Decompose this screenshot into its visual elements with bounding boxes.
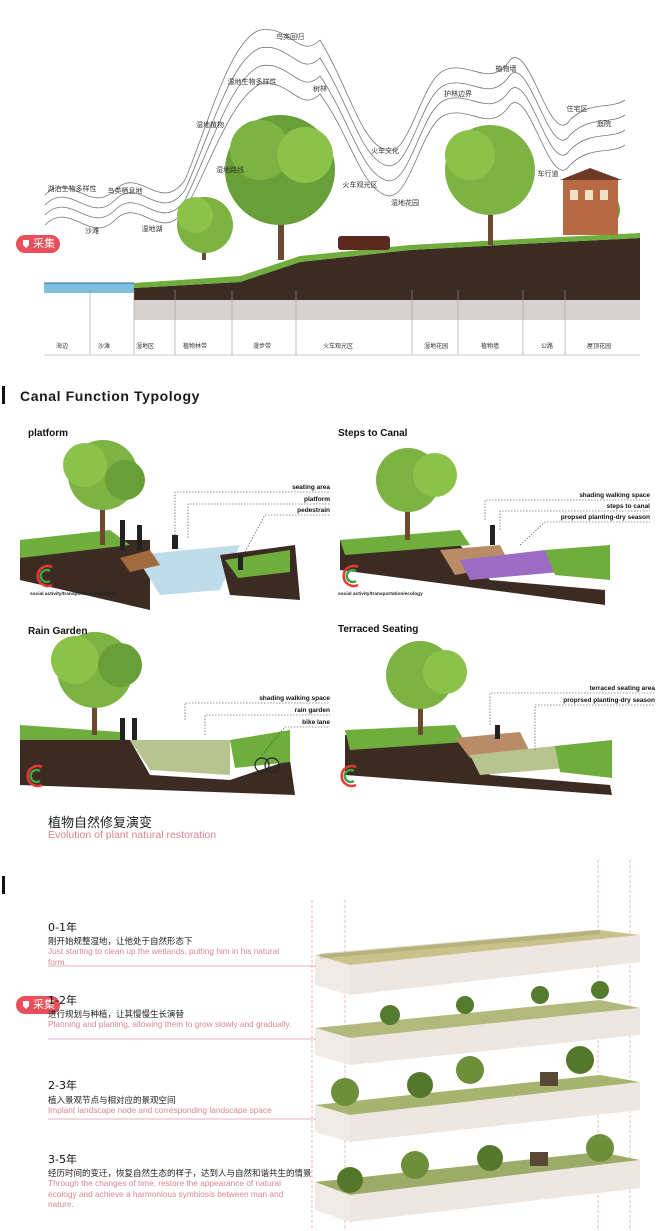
typology-drawings bbox=[20, 440, 655, 795]
eco-caption-steps: social activity/transportation/ecology bbox=[338, 592, 423, 597]
evolution-title-en: Evolution of plant natural restoration bbox=[48, 829, 217, 841]
wave-label-7: 湿地生物多样性 bbox=[227, 78, 277, 86]
panel-title-platform: platform bbox=[28, 428, 68, 439]
stage-block-3 bbox=[315, 1046, 640, 1142]
zone-label-2: 沙滩 bbox=[97, 343, 111, 350]
train bbox=[338, 236, 390, 250]
platform-illustration bbox=[20, 440, 300, 610]
wave-label-8: 鸟类回归 bbox=[276, 33, 304, 41]
stage-block-2 bbox=[315, 981, 640, 1065]
callout-terraced-planting: proprsed planting-dry season bbox=[563, 697, 655, 704]
stage-3-year: 2-3年 bbox=[48, 1079, 77, 1092]
callout-planting-dry-season: propsed planting-dry season bbox=[560, 514, 650, 521]
panel-title-rain-garden: Rain Garden bbox=[28, 626, 88, 637]
zone-label-6: 火车观光区 bbox=[322, 343, 354, 350]
zone-label-4: 植物林带 bbox=[182, 343, 208, 350]
stage-4-cn: 经历时间的变迁，恢复自然生态的样子，达到人与自然和谐共生的情景 bbox=[48, 1169, 312, 1179]
stage-4-year: 3-5年 bbox=[48, 1153, 77, 1166]
stage-3-en: Implant landscape node and corresponding… bbox=[48, 1105, 272, 1115]
callout-terraced-seating-area: terraced seating area bbox=[589, 685, 655, 692]
zone-dividers bbox=[44, 290, 640, 356]
zone-label-8: 植物墙 bbox=[480, 343, 500, 350]
wave-label-13: 护林边界 bbox=[444, 90, 472, 98]
wave-label-5: 湿地植物 bbox=[196, 121, 224, 129]
wave-label-6: 湿地路线 bbox=[216, 166, 244, 174]
stage-4-en: Through the changes of time, restore the… bbox=[48, 1178, 284, 1209]
evolution-drawings bbox=[48, 860, 640, 1231]
zone-label-5: 漫步带 bbox=[252, 343, 272, 350]
wave-label-2: 沙滩 bbox=[85, 227, 99, 235]
wave-label-9: 树林 bbox=[313, 85, 327, 93]
ground-grass bbox=[134, 233, 640, 288]
save-button-label: 采集 bbox=[33, 237, 55, 250]
section-elevation-panel: 湖泊生物多样性 沙滩 鸟类栖息地 湿地湖 湿地植物 湿地路线 湿地生物多样性 鸟… bbox=[0, 0, 658, 380]
water-body bbox=[44, 283, 134, 293]
wave-label-10: 火车观光区 bbox=[342, 181, 378, 189]
stage-1-en: Just starting to clean up the wetlands, … bbox=[48, 946, 280, 967]
steps-illustration bbox=[340, 448, 610, 605]
wave-label-4: 湿地湖 bbox=[141, 225, 163, 233]
section-marker bbox=[2, 386, 5, 404]
wave-label-17: 庭院 bbox=[597, 120, 611, 128]
soil-profile bbox=[134, 238, 640, 300]
panel-title-terraced: Terraced Seating bbox=[338, 624, 419, 635]
zone-label-7: 湿地花园 bbox=[423, 343, 449, 350]
wave-label-14: 植物墙 bbox=[495, 65, 517, 73]
wave-label-11: 火车文化 bbox=[371, 147, 399, 155]
terraced-seating-illustration bbox=[340, 641, 612, 795]
callout-shading-walking-space: shading walking space bbox=[579, 492, 650, 499]
typology-title: Canal Function Typology bbox=[20, 388, 200, 404]
stage-2-cn: 进行规划与种植，让其慢慢生长演替 bbox=[48, 1010, 185, 1020]
stage-2-en: Planning and planting, allowing them to … bbox=[48, 1019, 292, 1029]
callout-leaders bbox=[174, 491, 655, 756]
callout-pedestrain: pedestrain bbox=[297, 507, 330, 514]
residential-building bbox=[560, 168, 622, 235]
wave-label-12: 湿地花园 bbox=[391, 199, 419, 207]
callout-platform: platform bbox=[304, 496, 330, 503]
pin-icon bbox=[23, 240, 29, 248]
save-button-evolution-label: 采集 bbox=[33, 998, 55, 1011]
panel-title-steps: Steps to Canal bbox=[338, 428, 408, 439]
rain-garden-illustration bbox=[20, 632, 295, 795]
eco-caption-platform: social activity/transportation/ecology bbox=[30, 592, 115, 597]
zone-label-10: 屋顶花园 bbox=[586, 343, 612, 350]
canal-typology-panel: Canal Function Typology bbox=[0, 380, 658, 860]
stage-block-1 bbox=[315, 929, 640, 995]
zone-label-1: 海边 bbox=[55, 343, 69, 350]
callout-seating-area: seating area bbox=[292, 484, 330, 491]
stage-2-year: 1-2年 bbox=[48, 994, 77, 1007]
zone-label-3: 湿地区 bbox=[135, 343, 155, 350]
save-button-evolution[interactable]: 采集 bbox=[16, 996, 60, 1014]
stage-block-4 bbox=[315, 1134, 640, 1222]
wave-label-1: 湖泊生物多样性 bbox=[47, 185, 97, 193]
section-trees bbox=[177, 115, 620, 260]
stage-3-cn: 植入景观节点与相对应的景观空间 bbox=[48, 1096, 176, 1106]
wave-label-3: 鸟类栖息地 bbox=[107, 187, 143, 195]
save-button[interactable]: 采集 bbox=[16, 235, 60, 253]
callout-steps-to-canal: steps to canal bbox=[606, 503, 650, 510]
wave-lines bbox=[44, 29, 626, 229]
wave-label-15: 车行道 bbox=[537, 170, 559, 178]
callout-rain-shading: shading walking space bbox=[259, 695, 330, 702]
section-marker-evolution bbox=[2, 876, 5, 894]
pin-icon bbox=[23, 1001, 29, 1009]
section-elevation-drawing bbox=[44, 29, 640, 356]
wave-label-16: 住宅区 bbox=[566, 105, 588, 113]
callout-bike-lane: bike lane bbox=[302, 719, 330, 726]
evolution-panel: 采集 0-1年 刚开始规整湿地，让他处于自然形态下 Just starting … bbox=[0, 860, 658, 1231]
callout-rain-garden: rain garden bbox=[294, 707, 330, 714]
stage-1-year: 0-1年 bbox=[48, 921, 77, 934]
stage-1-cn: 刚开始规整湿地，让他处于自然形态下 bbox=[48, 937, 193, 947]
stage-leaders bbox=[48, 965, 316, 1120]
evolution-title-cn: 植物自然修复演变 bbox=[48, 816, 153, 831]
zone-label-9: 公路 bbox=[540, 343, 554, 350]
